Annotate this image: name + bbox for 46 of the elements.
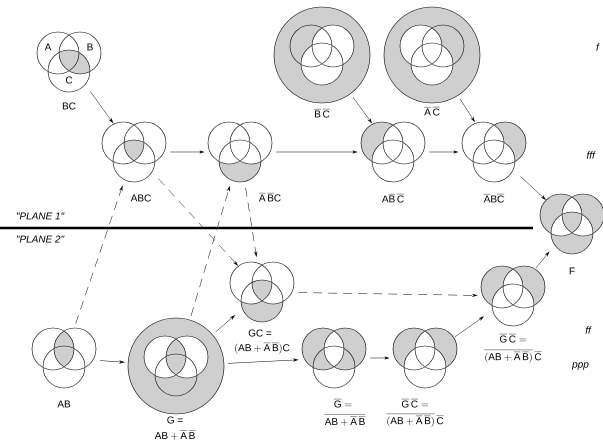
venn-label: $\mathsf{\overline{(AB+\overline{A}\,\overline{B})}\,\overline{C}}$	[386, 414, 444, 427]
arrow	[520, 176, 546, 200]
venn-label: BC	[62, 102, 76, 110]
venn-label: $\mathsf{\overline{G}\,\overline{C}=}$	[401, 399, 428, 408]
venn-label: B	[87, 44, 93, 50]
venn-label: $\mathsf{\overline{(AB+\overline{A}\,\overline{B})}\,\overline{C}}$	[484, 350, 542, 363]
arrow	[158, 178, 238, 266]
venn-label: $\mathsf{\overline{G}\,\overline{C}=}$	[499, 334, 526, 343]
arrow	[75, 186, 123, 324]
arrow	[370, 356, 390, 360]
arrow	[352, 96, 372, 124]
venn-label: ABC	[130, 194, 151, 202]
venn-label: C	[66, 76, 72, 84]
arrow	[428, 150, 458, 154]
arrow	[245, 188, 258, 257]
side-label: "PLANE 1"	[16, 212, 64, 220]
venn-label: G =	[167, 416, 183, 424]
venn-label: $\mathsf{\overline{A}\,\overline{C}}$	[424, 107, 440, 116]
venn-label: GC =	[248, 329, 272, 337]
arrow	[100, 360, 124, 364]
side-label: "PLANE 2"	[16, 236, 64, 242]
side-label: f	[596, 43, 600, 51]
side-label: ppp	[572, 362, 588, 370]
arrow	[215, 315, 235, 332]
venn-label: $\mathsf{AB+\overline{A}\,\overline{B}}$	[154, 430, 196, 440]
venn-label: $\mathsf{(AB+\overline{A}\,\overline{B})C}$	[235, 342, 290, 354]
venn-label: $\mathsf{A\overline{B}\,\overline{C}}$	[382, 194, 404, 203]
venn-label: $\mathsf{\overline{A}B\overline{C}}$	[484, 194, 504, 203]
venn-label: $\mathsf{\overline{B}\,\overline{C}}$	[314, 109, 330, 118]
venn-label: F	[570, 268, 575, 274]
arrow	[190, 186, 230, 316]
arrow	[170, 150, 204, 154]
arrow	[228, 358, 298, 364]
side-label: ff	[586, 326, 592, 334]
arrow	[276, 150, 358, 154]
arrow	[90, 91, 114, 123]
arrow	[298, 292, 478, 297]
arrow	[460, 98, 475, 122]
venn-label: $\mathsf{\overline{A}\,\overline{B}C}$	[258, 193, 281, 202]
arrow	[536, 252, 550, 268]
venn-label: $\mathsf{\overline{G}=}$	[334, 399, 352, 408]
arrow	[454, 316, 484, 338]
venn-label: AB	[57, 400, 70, 408]
venn-label: A	[44, 44, 52, 50]
side-label: fff	[586, 151, 596, 159]
venn-label: $\mathsf{\overline{AB+\overline{A}\,\overline{B}}}$	[324, 414, 366, 426]
